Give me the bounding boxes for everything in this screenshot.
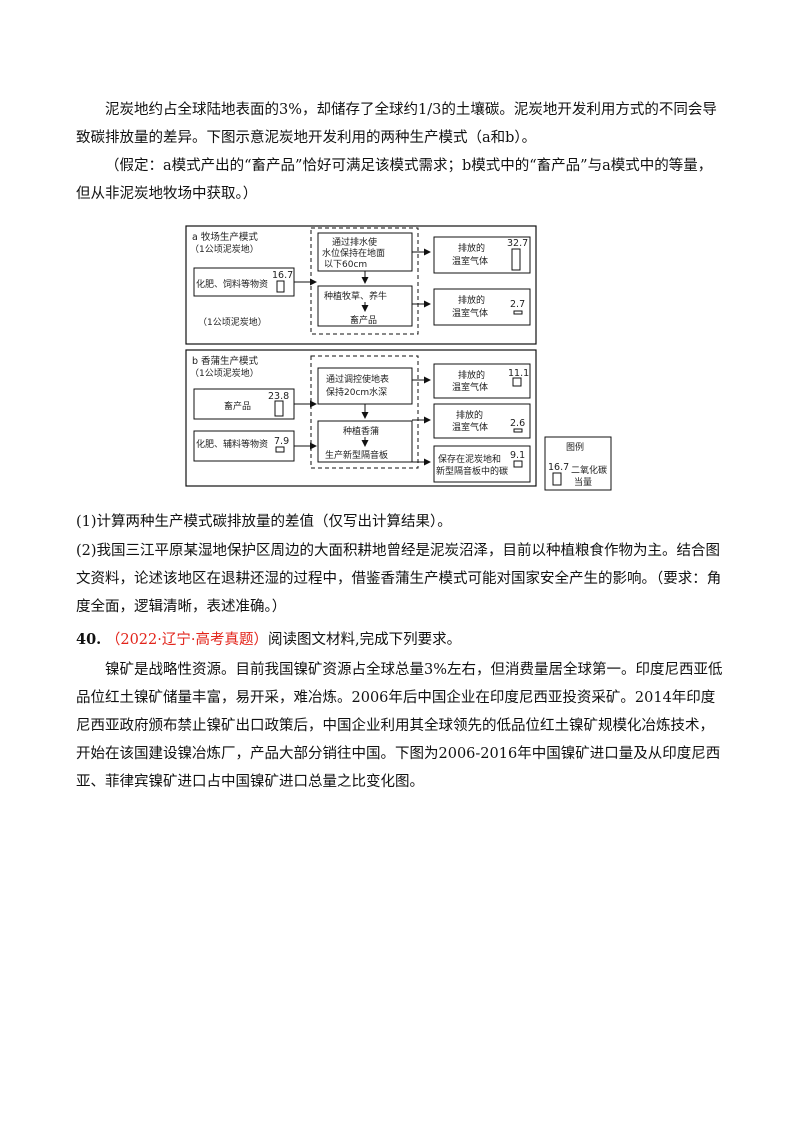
mode-a-input-label: 化肥、饲料等物资 (196, 278, 268, 290)
legend-label-line2: 当量 (574, 476, 592, 488)
question-2: (2)我国三江平原某湿地保护区周边的大面积耕地曾经是泥炭沼泽，目前以种植粮食作物… (76, 543, 722, 615)
mode-a-peat-label: （1公顷泥炭地） (198, 316, 267, 328)
mode-b-output1-value: 11.1 (508, 368, 529, 379)
mode-b-step2: 种植香蒲 (343, 425, 379, 437)
mode-a-output1-value: 32.7 (507, 238, 528, 249)
mode-a-step1-line1: 通过排水使 (332, 236, 377, 248)
mode-b-step1-line1: 通过调控使地表 (326, 373, 389, 385)
mode-b-frame (185, 349, 537, 487)
mode-a-input-value: 16.7 (272, 270, 293, 281)
mode-b-output2-line2: 温室气体 (452, 421, 488, 433)
mode-a-output1-line1: 排放的 (458, 242, 485, 254)
mode-b-dashed-group (310, 355, 419, 469)
mode-a-step1-line2: 水位保持在地面 (322, 247, 385, 259)
mode-b-subtitle: （1公顷泥炭地） (190, 367, 259, 379)
mode-b-step1-box (317, 367, 413, 405)
mode-a-step1-line3: 以下60cm (324, 260, 367, 270)
mode-b-output3-line2: 新型隔音板中的碳 (436, 465, 508, 477)
mode-b-input2-label: 化肥、辅料等物资 (196, 438, 268, 450)
question-40-number: 40. (76, 631, 102, 648)
mode-b-input1-bar (274, 400, 284, 417)
question-40-source: （2022·辽宁·高考真题） (105, 632, 268, 648)
mode-b-output1-bar (512, 377, 522, 387)
question-40-instruction: 阅读图文材料,完成下列要求。 (267, 632, 462, 648)
question-40-body: 镍矿是战略性资源。目前我国镍矿资源占全球总量3%左右，但消费量居全球第一。印度尼… (76, 662, 723, 790)
mode-b-output2-value: 2.6 (510, 418, 525, 429)
mode-b-output3-value: 9.1 (510, 450, 525, 461)
legend-value: 16.7 (548, 462, 569, 473)
mode-b-input2-box (193, 430, 295, 462)
question-1: (1)计算两种生产模式碳排放量的差值（仅写出计算结果）。 (76, 514, 452, 530)
mode-a-step3: 畜产品 (350, 314, 377, 326)
mode-b-output3-bar (513, 460, 523, 468)
question-40-header: 40. （2022·辽宁·高考真题）阅读图文材料,完成下列要求。 (76, 626, 724, 654)
mode-b-input1-value: 23.8 (268, 391, 289, 402)
mode-a-output2-bar (513, 310, 523, 315)
mode-b-step1-line2: 保持20cm水深 (326, 386, 387, 398)
mode-b-input1-label: 畜产品 (224, 400, 251, 412)
mode-a-output2-line1: 排放的 (458, 294, 485, 306)
mode-a-output2-value: 2.7 (510, 299, 525, 310)
legend-bar (552, 472, 562, 486)
mode-b-output2-box (433, 403, 531, 439)
mode-a-title: a 牧场生产模式 (192, 231, 258, 243)
mode-a-output1-line2: 温室气体 (452, 255, 488, 267)
mode-a-output2-line2: 温室气体 (452, 307, 488, 319)
mode-b-output1-line1: 排放的 (458, 369, 485, 381)
mode-a-output2-box (433, 288, 531, 326)
legend-title: 图例 (566, 441, 584, 453)
legend-label-line1: 二氧化碳 (571, 464, 607, 476)
mode-b-output2-line1: 排放的 (456, 409, 483, 421)
mode-a-output1-bar (511, 248, 521, 271)
mode-b-title: b 香蒲生产模式 (192, 355, 259, 367)
mode-a-frame (185, 225, 537, 345)
mode-b-input2-value: 7.9 (274, 436, 289, 447)
mode-a-dashed-group (310, 227, 419, 335)
mode-a-input-bar (276, 280, 285, 293)
mode-b-output3-line1: 保存在泥炭地和 (438, 453, 501, 465)
mode-b-output2-bar (513, 428, 523, 433)
mode-a-step2: 种植牧草、养牛 (324, 290, 387, 302)
mode-b-step3: 生产新型隔音板 (325, 449, 388, 461)
mode-b-input2-bar (275, 446, 285, 453)
assumption-paragraph: （假定：a模式产出的“畜产品”恰好可满足该模式需求；b模式中的“畜产品”与a模式… (76, 158, 713, 202)
mode-b-output1-line2: 温室气体 (452, 381, 488, 393)
intro-paragraph: 泥炭地约占全球陆地表面的3%，却储存了全球约1/3的土壤碳。泥炭地开发利用方式的… (76, 102, 717, 146)
mode-a-subtitle: （1公顷泥炭地） (190, 243, 259, 255)
